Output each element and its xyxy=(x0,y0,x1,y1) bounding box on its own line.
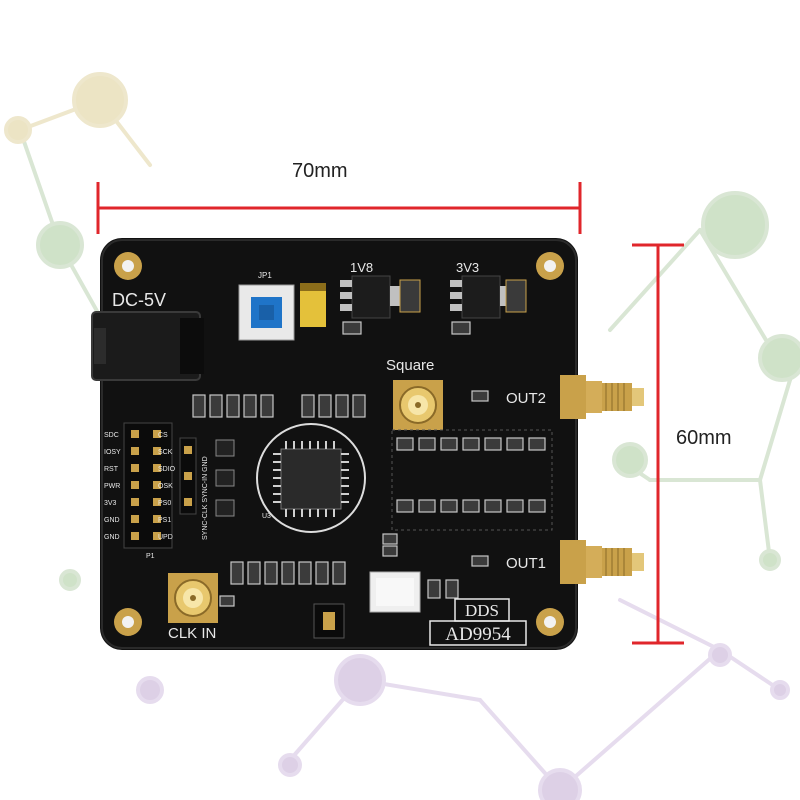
out1-label: OUT1 xyxy=(506,555,546,572)
board-title: DDS AD9954 xyxy=(429,598,527,646)
width-dimension-label: 70mm xyxy=(292,160,348,182)
header-right-labels: CS SCK SDIO OSK PS0 PS1 UPD xyxy=(158,432,176,541)
header-label: GND xyxy=(104,517,120,524)
header-left-labels: SDC IOSY RST PWR 3V3 GND GND xyxy=(104,432,121,541)
pcb-board: DC-5V JP1 1V8 3V3 Square OUT2 OUT1 CLK I… xyxy=(91,238,644,650)
p1-label: P1 xyxy=(146,553,155,560)
dc-power-label: DC-5V xyxy=(112,290,166,310)
sma-connector-clk xyxy=(168,573,218,623)
filter-section-outline xyxy=(391,429,553,531)
sma-connector-out2 xyxy=(560,375,644,419)
jumper-label: JP1 xyxy=(258,271,272,280)
header-label: IOSY xyxy=(104,449,121,456)
width-dimension-line xyxy=(96,182,582,234)
regulator-1v8-label: 1V8 xyxy=(350,260,373,275)
header-label: SCK xyxy=(158,449,173,456)
out2-label: OUT2 xyxy=(506,390,546,407)
height-dimension-line xyxy=(632,243,684,645)
tp2-jumper xyxy=(313,603,345,639)
header-label: UPD xyxy=(158,534,173,541)
chip-refdes: U3 xyxy=(262,513,271,520)
square-label: Square xyxy=(386,357,434,374)
header-label: GND xyxy=(104,534,120,541)
pin-header-p1 xyxy=(123,422,173,549)
height-dimension-label: 60mm xyxy=(676,427,732,449)
board-title-dds: DDS xyxy=(465,601,499,620)
board-title-ad9954: AD9954 xyxy=(445,624,511,645)
smd-components xyxy=(192,321,546,607)
header-label: CS xyxy=(158,432,168,439)
regulator-1v8 xyxy=(340,275,421,319)
pin-header-p2 xyxy=(179,437,197,515)
header-label: SDC xyxy=(104,432,119,439)
clk-in-label: CLK IN xyxy=(168,625,216,642)
header-label: OSK xyxy=(158,483,173,490)
header-label: SDIO xyxy=(158,466,176,473)
header-label: PS1 xyxy=(158,517,171,524)
crystal-oscillator xyxy=(369,571,421,613)
regulator-3v3-label: 3V3 xyxy=(456,260,479,275)
test-jumper xyxy=(215,439,235,517)
sma-connector-out1 xyxy=(560,540,644,584)
header-label: PS0 xyxy=(158,500,171,507)
header-label: PWR xyxy=(104,483,120,490)
sync-labels: SYNC-CLK SYNC-IN GND xyxy=(202,456,209,540)
jumper-switch xyxy=(238,284,295,341)
dc-power-jack xyxy=(91,311,204,381)
sma-connector-square xyxy=(393,380,443,430)
header-label: 3V3 xyxy=(104,500,117,507)
dds-chip-ad9954 xyxy=(256,423,366,533)
regulator-3v3 xyxy=(450,275,527,319)
mounting-hole xyxy=(114,252,564,636)
header-label: RST xyxy=(104,466,119,473)
